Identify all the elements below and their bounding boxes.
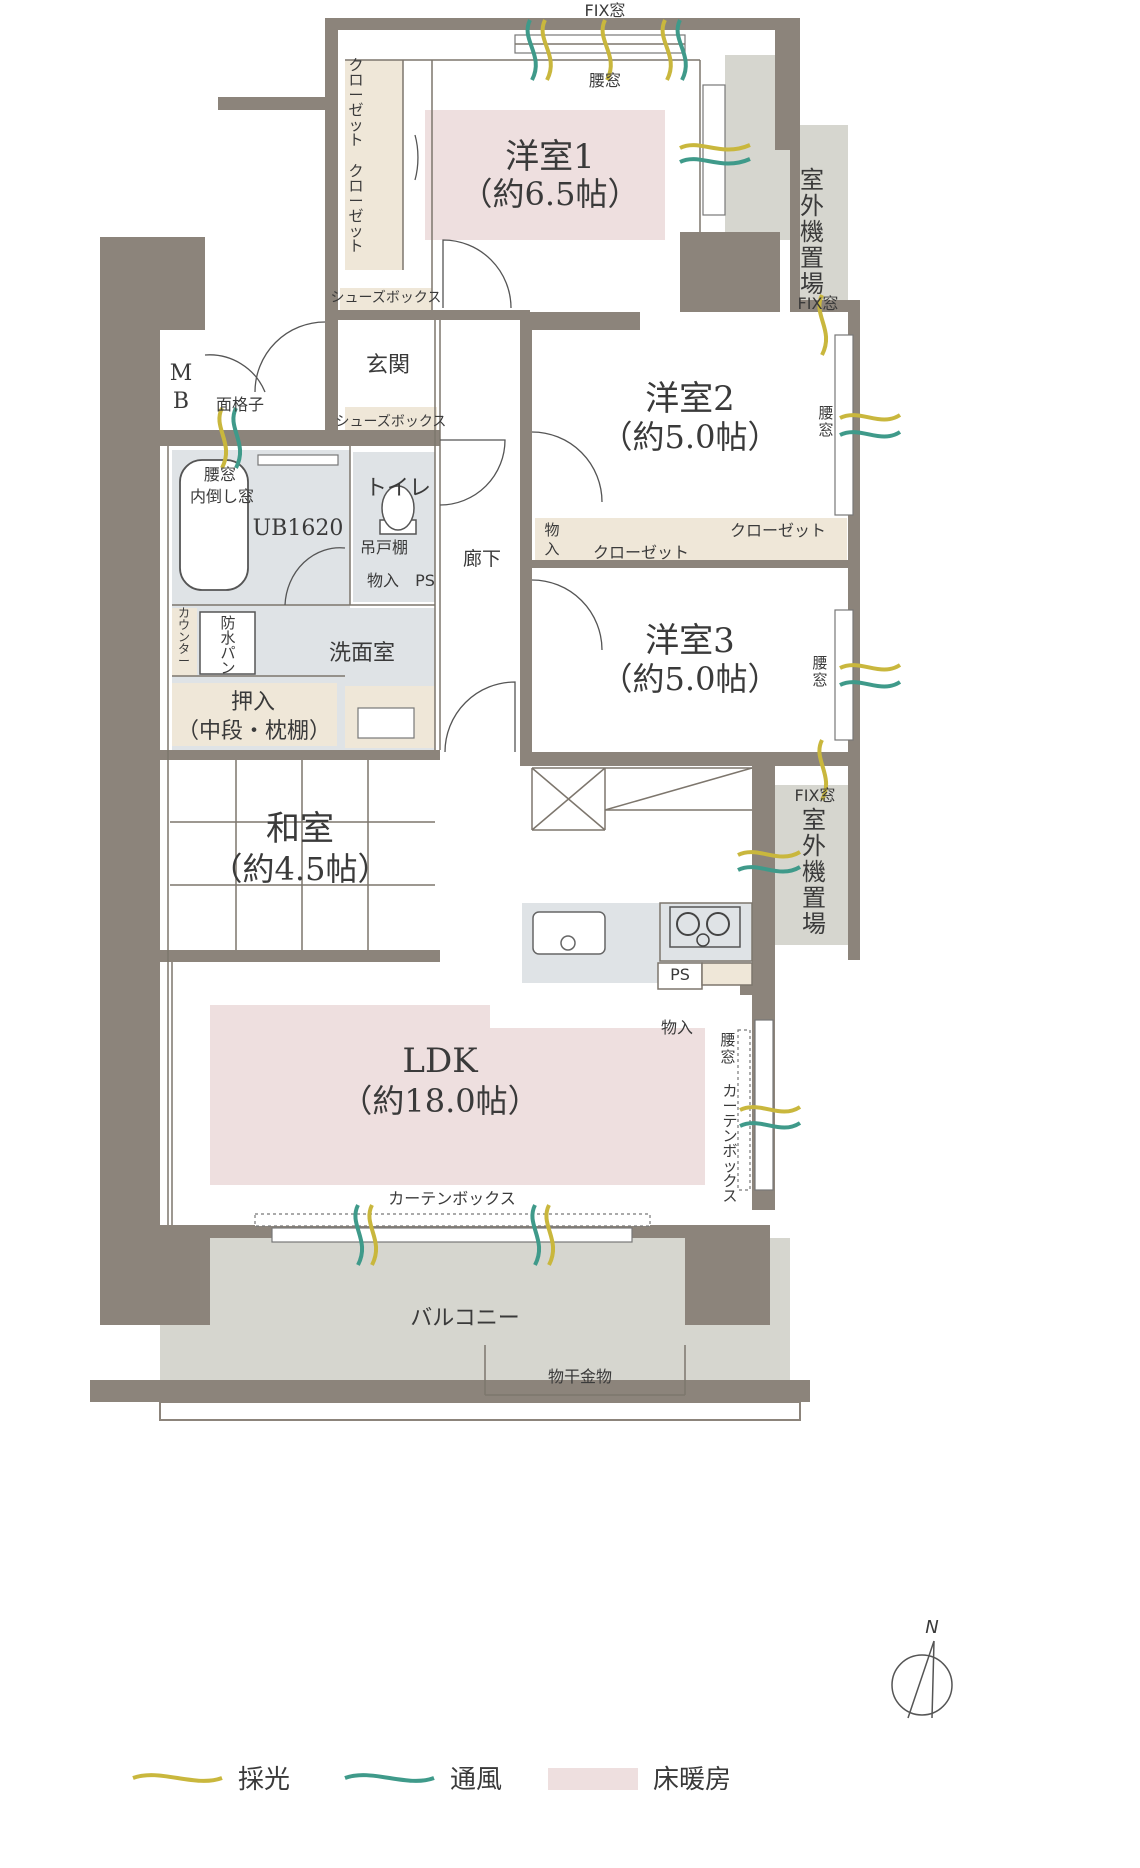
fix-window-top-label: FIX窓 [585,1,626,20]
mb-label-b: B [173,389,189,414]
storage-toilet-label: 物入 [367,571,399,590]
oshiire-label-2: （中段・枕棚） [177,719,331,744]
grille-label: 面格子 [216,395,264,414]
western1-floor-heating [425,110,665,240]
legend: 採光 通風 床暖房 [132,1765,731,1795]
waist-window-ldk-label: 腰窓 [720,1031,735,1066]
toilet-icon [379,485,417,535]
western2-size: （約5.0帖） [601,418,780,456]
fix-window-lower-label: FIX窓 [795,786,836,805]
legend-wind-swatch [344,1773,435,1783]
ldk-floor-heating [210,1005,705,1185]
hanging-shelf-label: 吊戸棚 [360,538,408,557]
curtain-box-side-label: カーテンボックス [722,1082,737,1205]
ps-kitchen-label: PS [670,965,690,984]
toilet-label: トイレ [365,476,431,501]
ldk-size: （約18.0帖） [340,1082,539,1120]
waterproof-pan-icon [199,611,256,675]
ps-toilet-label: PS [415,571,435,590]
sink-drain-icon [560,935,576,951]
main-sliding-window [271,1227,633,1243]
closet-western3-label: クローゼット [730,521,826,540]
balcony-label: バルコニー [410,1306,520,1331]
hallway-label: 廊下 [463,548,501,570]
washroom-label: 洗面室 [329,641,395,666]
waist-window-western2 [834,334,854,516]
curtain-box-main-label: カーテンボックス [388,1189,516,1208]
laundry-hardware-label: 物干金物 [548,1367,612,1386]
legend-floor-heat-swatch [548,1768,638,1790]
western3-name: 洋室3 [645,621,735,661]
closet-western1-lower-label: クローゼット [348,162,363,255]
bath-window-label-2: 内倒し窓 [190,487,254,506]
western3-size: （約5.0帖） [601,660,780,698]
doors [204,134,603,753]
outdoor-unit-1 [725,55,848,312]
counter-area [172,608,197,676]
legend-light-swatch [132,1773,223,1783]
outdoor-unit-2 [775,785,850,945]
fix-window-right-label: FIX窓 [798,294,839,313]
ldk-name: LDK [402,1041,478,1081]
western1-size: （約6.5帖） [461,175,640,213]
waist-window-western3-label: 腰窓 [812,654,827,689]
western2-name: 洋室2 [645,379,735,419]
shoe-box-lower-label: シューズボックス [336,414,447,430]
oshiire-label-1: 押入 [231,690,275,715]
waist-window-western2-label: 腰窓 [818,404,833,439]
curtain-box-main [254,1213,651,1227]
bathtub-icon [179,459,249,591]
counter-label: カウンター [178,606,190,668]
waist-window-western3 [834,609,854,741]
legend-wind-label: 通風 [450,1765,502,1795]
balcony-edge [159,1401,801,1421]
light-wind-arrows [217,19,902,1266]
bath-window-label-1: 腰窓 [204,465,236,484]
mb-label-m: M [170,361,193,386]
outdoor-unit-upper-label: 室外機置場 [800,166,824,298]
legend-light-label: 採光 [238,1765,290,1795]
waterproof-pan-label: 防水パン [220,614,235,677]
stove-icon [669,906,741,948]
legend-floor-heat-label: 床暖房 [653,1765,731,1795]
north-arrow-icon: N [891,1617,953,1719]
balcony-rail [90,1380,810,1402]
storage-kitchen-label: 物入 [661,1018,693,1037]
closet-western2-label: クローゼット [593,543,689,562]
storage-closet-label: 物入 [544,521,559,558]
closet-western1-upper-label: クローゼット [348,56,363,149]
oshiire-area [172,683,337,746]
western1-name: 洋室1 [505,137,595,177]
waist-window-ldk [754,1019,774,1191]
svg-text:N: N [925,1617,938,1638]
shoe-box-upper-label: シューズボックス [331,290,442,306]
closet-western2-3 [535,518,847,566]
waist-window-top-label: 腰窓 [589,71,621,90]
outdoor-unit-lower-label: 室外機置場 [802,806,826,938]
entrance-label: 玄関 [366,353,410,378]
japanese-size: （約4.5帖） [211,850,390,888]
bath-label: UB1620 [253,516,344,541]
japanese-name: 和室 [266,809,334,849]
shoe-box-upper [340,288,432,314]
wash-basin-icon [357,707,415,739]
closet-western1 [345,60,403,270]
sink-icon [532,911,606,955]
